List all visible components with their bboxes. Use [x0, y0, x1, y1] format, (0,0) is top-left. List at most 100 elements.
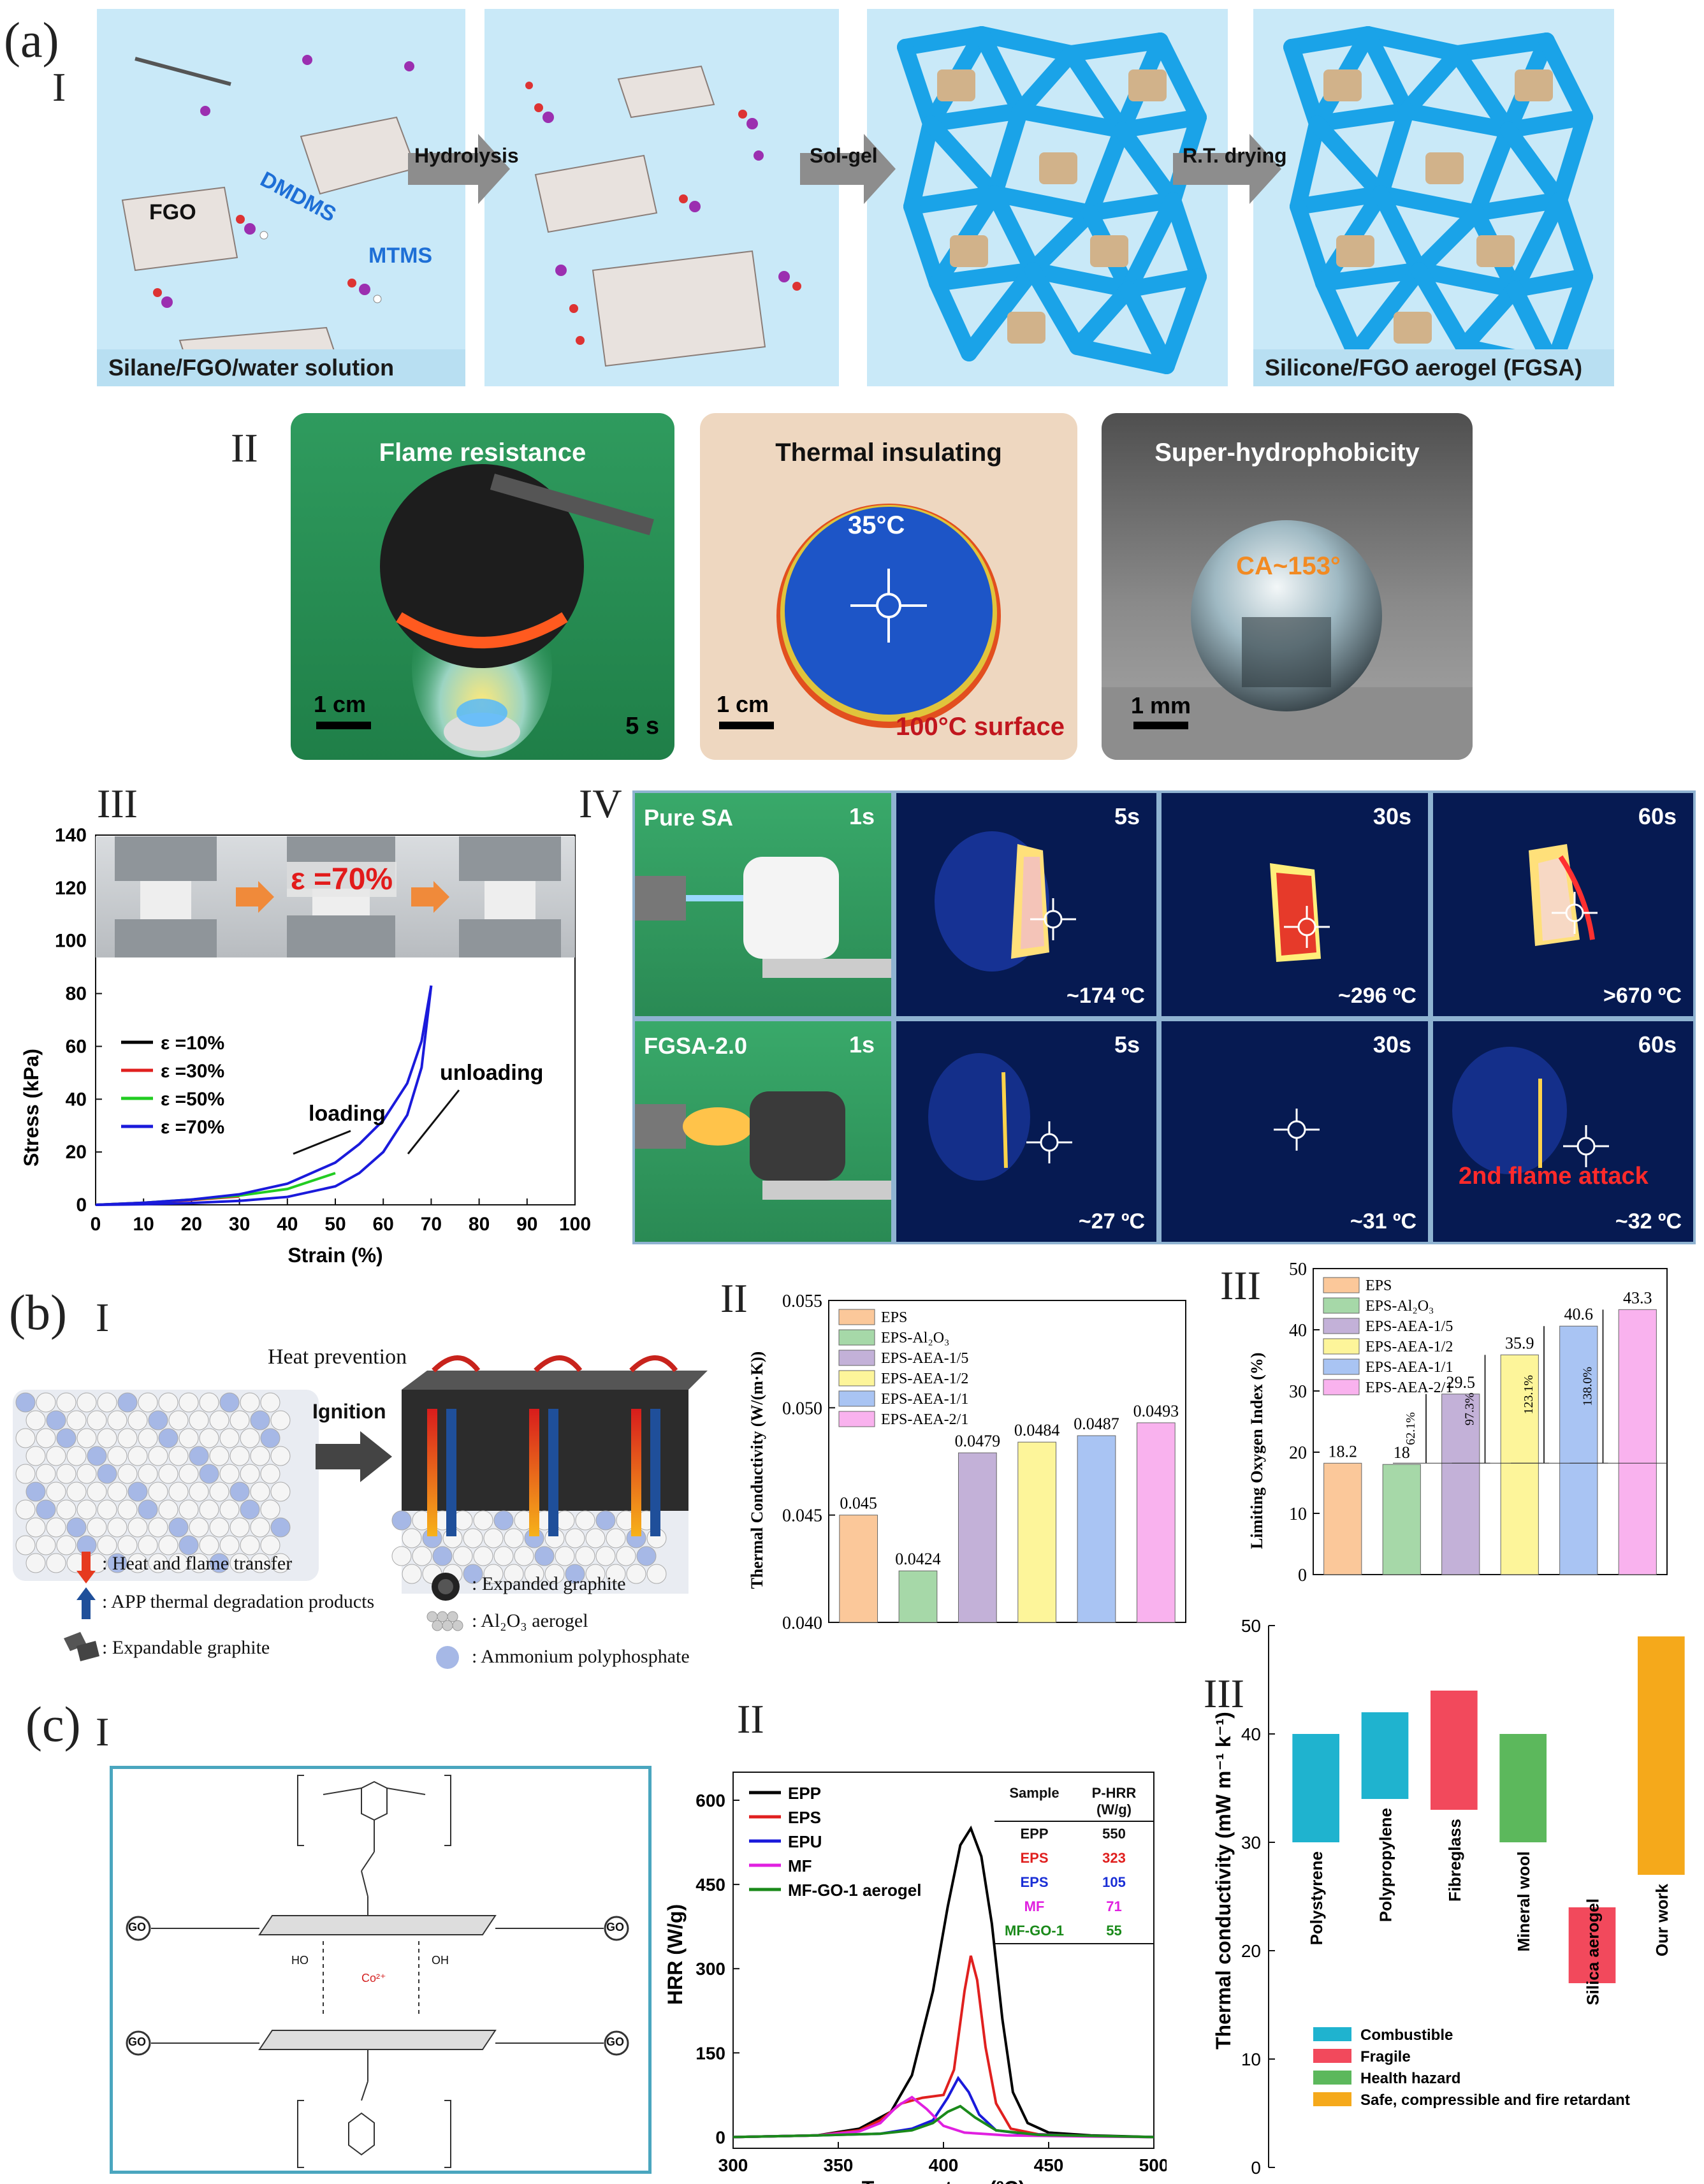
eps-bead	[504, 1528, 524, 1548]
x-tick-label: 450	[1034, 2155, 1064, 2175]
eps-bead	[229, 1410, 250, 1431]
legend-swatch	[1323, 1297, 1360, 1314]
y-axis-label: Limiting Oxygen Index (%)	[1248, 1353, 1266, 1549]
photo-3-title: Super-hydrophobicity	[1154, 439, 1420, 467]
eps-bead	[493, 1510, 514, 1531]
range-bar	[1431, 1691, 1478, 1810]
eps-bead	[260, 1464, 280, 1484]
photo-2-temp: 35°C	[848, 511, 905, 539]
legend-label: EPS-AEA-1/1	[881, 1391, 968, 1408]
eps-bead	[138, 1535, 158, 1555]
x-tick-label: 80	[469, 1214, 490, 1235]
eps-bead	[25, 1481, 46, 1502]
eps-bead	[117, 1499, 138, 1520]
legend-icon-app	[436, 1646, 459, 1669]
ir-heat-graphic	[935, 831, 1076, 972]
eps-bead	[36, 1392, 56, 1413]
x-tick-label: 400	[929, 2155, 959, 2175]
eps-bead	[240, 1392, 260, 1413]
hrr-table-value: 55	[1106, 1923, 1122, 1939]
eps-bead	[148, 1517, 168, 1538]
photo-2-scale-bar	[719, 722, 774, 729]
legend-label: MF-GO-1 aerogel	[788, 1881, 921, 1900]
eps-bead	[15, 1499, 36, 1520]
y-tick-label: 50	[1241, 1619, 1261, 1636]
eps-bead	[514, 1546, 534, 1566]
silicone-strand	[1360, 26, 1466, 62]
y-tick-label: 20	[1241, 1941, 1261, 1961]
silicone-strand	[1455, 281, 1523, 355]
silicone-strand	[1468, 122, 1517, 221]
silicone-strand	[903, 198, 945, 291]
legend-aerogel: : Al₂O₃ aerogel	[472, 1610, 588, 1631]
legend-label: EPS-AEA-1/5	[881, 1350, 968, 1367]
fgsa-photo-graphic	[635, 1091, 891, 1200]
eps-bead	[87, 1481, 107, 1502]
schematic-box-3	[867, 9, 1228, 386]
y-axis-label: Stress (kPa)	[20, 1049, 43, 1167]
legend-label: EPS-AEA-2/1	[1365, 1380, 1453, 1396]
eps-bead	[636, 1546, 657, 1566]
eps-bead	[97, 1535, 117, 1555]
panel-a-label: (a)	[4, 12, 59, 68]
schematic-box-1: FGO DMDMS MTMS Silane/FGO/water solution	[97, 9, 465, 386]
silicone-strand	[1360, 26, 1415, 119]
arrow-hydrolysis-label: Hydrolysis	[414, 144, 519, 167]
panel-b-row-III-label: III	[1220, 1263, 1261, 1308]
ir-row2-time-0: 1s	[848, 1031, 875, 1058]
photo-super-hydrophobicity: Super-hydrophobicity CA~153° 1 mm	[1102, 413, 1473, 760]
eps-bead	[270, 1553, 291, 1573]
silicone-strand	[1411, 262, 1523, 298]
annotation-loading: loading	[309, 1102, 386, 1126]
struct-ho: HO	[291, 1954, 309, 1967]
hrr-table-sample: MF-GO-1	[1005, 1923, 1064, 1939]
annotation-unloading: unloading	[440, 1061, 543, 1085]
legend-swatch	[1313, 2092, 1351, 2106]
bar	[1136, 1422, 1176, 1623]
eps-bead	[168, 1481, 189, 1502]
eps-bead	[117, 1464, 138, 1484]
legend-app-degradation: : APP thermal degradation products	[102, 1591, 375, 1612]
silicone-strand	[1373, 186, 1427, 279]
eps-bead	[138, 1392, 158, 1413]
eps-bead	[168, 1410, 189, 1431]
silicone-strand	[1158, 268, 1207, 374]
eps-bead	[178, 1535, 199, 1555]
silicone-strand	[1500, 122, 1568, 208]
eps-bead	[199, 1428, 219, 1448]
y-tick-label: 20	[66, 1142, 87, 1163]
hrr-table-sample: EPS	[1020, 1874, 1049, 1890]
legend-label: EPS	[788, 1808, 821, 1827]
photo-1-scale-bar	[316, 722, 371, 729]
eps-bead	[412, 1546, 432, 1566]
x-tick-label: 300	[718, 2155, 748, 2175]
legend-label: Combustible	[1360, 2027, 1453, 2044]
panel-c-label: (c)	[25, 1696, 81, 1752]
panel-a-row-III-label: III	[97, 781, 138, 826]
x-tick-label: 0	[91, 1214, 101, 1235]
ir-row2-time-2: 30s	[1373, 1031, 1411, 1058]
silicone-strand	[1506, 192, 1568, 298]
range-bar	[1638, 1636, 1685, 1875]
silicone-strand	[1114, 122, 1181, 208]
bar-value-label: 0.0479	[955, 1432, 1001, 1450]
silicone-strand	[1283, 26, 1376, 55]
eps-bead	[15, 1428, 36, 1448]
y-tick-label: 100	[55, 931, 87, 952]
increase-label: 62.1%	[1404, 1412, 1418, 1445]
silicone-strand	[1290, 198, 1332, 291]
ir-row1-temp-3: >670 ºC	[1603, 984, 1682, 1008]
eps-bead	[402, 1528, 422, 1548]
eps-bead	[493, 1546, 514, 1566]
x-tick-label: 500	[1139, 2155, 1167, 2175]
hrr-table-value: 550	[1102, 1826, 1126, 1842]
silicone-strand	[973, 26, 1079, 62]
silicone-strand	[922, 115, 1003, 202]
silicone-strand	[1551, 192, 1593, 285]
bar	[1441, 1394, 1480, 1575]
crosshair-icon	[1274, 1109, 1320, 1151]
silicone-strand	[1024, 262, 1086, 355]
bar	[1382, 1464, 1421, 1575]
ir-row1-time-1: 5s	[1114, 803, 1140, 829]
hrr-table-value: 323	[1102, 1850, 1126, 1866]
